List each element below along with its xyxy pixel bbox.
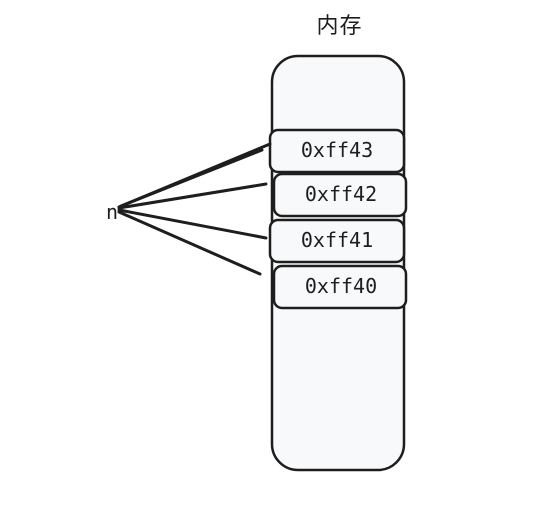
- pointer-label: n: [106, 200, 119, 224]
- pointer-line-extra: [119, 148, 264, 208]
- memory-cell-0xff43: [268, 128, 406, 174]
- pointer-line-0xff41: [117, 208, 268, 240]
- memory-cell-0xff40: [272, 264, 408, 310]
- pointer-line-0xff40: [117, 210, 262, 276]
- memory-cell-0xff42: [272, 172, 408, 218]
- pointer-line-0xff42: [117, 182, 268, 210]
- diagram-title: 内存: [316, 14, 363, 39]
- cell-address-0xff41: 0xff41: [300, 228, 374, 252]
- cell-address-0xff40: 0xff40: [304, 274, 378, 298]
- cell-address-0xff43: 0xff43: [300, 138, 374, 162]
- memory-cell-0xff41: [268, 218, 406, 264]
- cell-address-0xff42: 0xff42: [304, 182, 378, 206]
